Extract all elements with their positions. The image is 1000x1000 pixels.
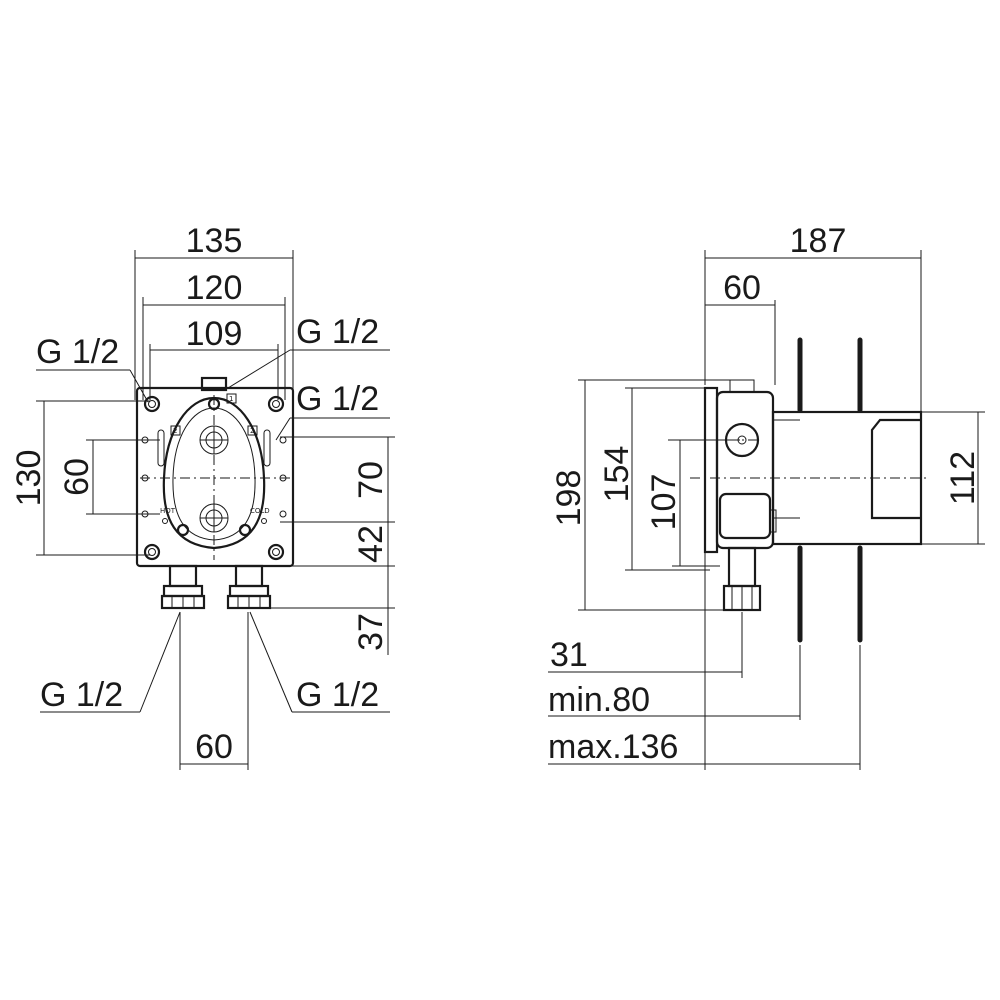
port-label-2-right: 2 <box>250 427 254 435</box>
side-view: 187 60 198 154 107 112 <box>548 222 985 770</box>
dim-height-42: 42 <box>352 525 390 563</box>
dim-height-60: 60 <box>58 458 96 496</box>
side-outlet <box>722 546 762 612</box>
dim-offset-31: 31 <box>550 636 588 674</box>
upper-valve-node <box>199 425 229 455</box>
outlet-left <box>160 564 206 610</box>
outlet-right <box>226 564 272 610</box>
dim-height-37: 37 <box>352 613 390 651</box>
port-label-1: 1 <box>229 395 233 403</box>
dim-width-135: 135 <box>186 222 243 260</box>
cold-label: COLD <box>250 507 270 515</box>
dim-depth-60: 60 <box>723 269 761 307</box>
dim-width-109: 109 <box>186 315 243 353</box>
dim-outlet-spacing-60: 60 <box>195 728 233 766</box>
dim-height-198: 198 <box>550 470 588 527</box>
valve-body-outline <box>162 396 266 550</box>
hot-label: HOT <box>160 507 176 515</box>
top-port <box>200 376 228 392</box>
dim-height-107: 107 <box>645 474 683 531</box>
dim-mount-min: min.80 <box>548 681 650 719</box>
thread-label-top-right: G 1/2 <box>296 313 379 351</box>
dim-depth-187: 187 <box>790 222 847 260</box>
side-housing <box>715 390 775 550</box>
dim-mount-max: max.136 <box>548 728 678 766</box>
port-label-2-left: 2 <box>173 427 177 435</box>
thread-label-bottom-left: G 1/2 <box>40 676 123 714</box>
extension-sleeve <box>771 410 923 546</box>
thread-label-bottom-right: G 1/2 <box>296 676 379 714</box>
dim-height-70: 70 <box>352 461 390 499</box>
thread-label-right: G 1/2 <box>296 380 379 418</box>
thread-label-top-left: G 1/2 <box>36 333 119 371</box>
mounting-plate <box>135 386 295 568</box>
dim-height-154: 154 <box>598 446 636 503</box>
front-view: 135 120 109 G 1/2 G 1/2 G 1/2 130 60 70 … <box>10 222 395 770</box>
dim-width-120: 120 <box>186 269 243 307</box>
dim-height-130: 130 <box>10 450 48 507</box>
dim-height-112: 112 <box>944 451 982 505</box>
lower-valve-node <box>199 503 229 533</box>
side-mounting-plate <box>703 386 719 554</box>
